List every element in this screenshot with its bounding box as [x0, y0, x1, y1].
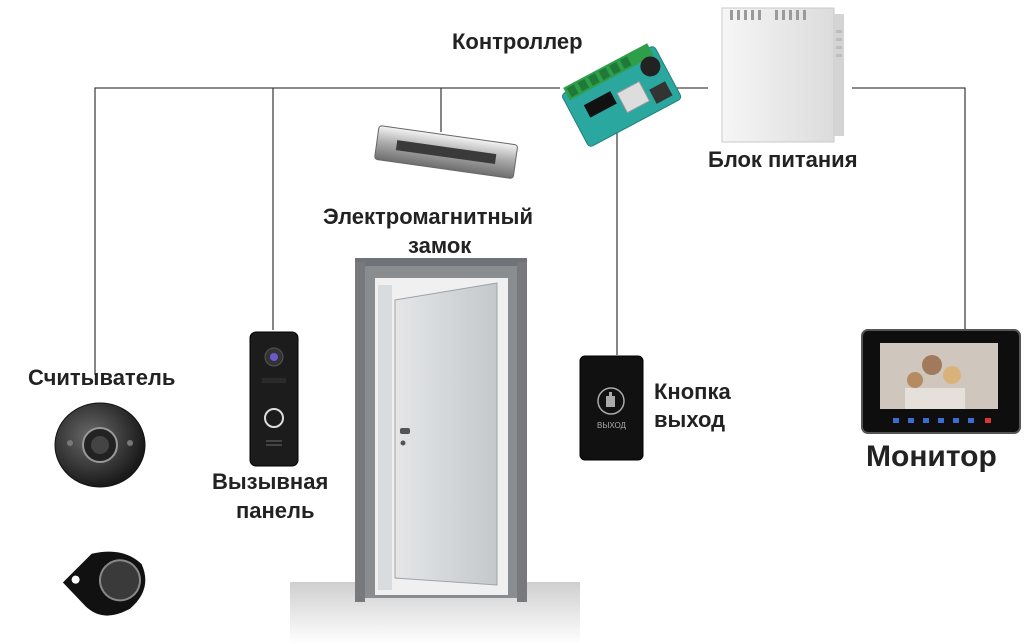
monitor-device — [861, 329, 1021, 434]
door — [290, 258, 580, 644]
call-panel-device — [249, 331, 299, 467]
exit-button-device — [579, 355, 644, 461]
key-fob-device — [62, 551, 146, 616]
reader-device — [54, 402, 146, 488]
power-supply-label: Блок питания — [708, 147, 858, 172]
call-panel-label-line1: Вызывная — [212, 469, 329, 494]
wiring — [94, 87, 966, 375]
em-lock-device — [374, 125, 518, 179]
power-supply-device — [721, 7, 844, 143]
exit-button-text: ВЫХОД — [597, 421, 626, 430]
wire-monitor — [852, 87, 966, 330]
exit-button-label-line2: выход — [654, 407, 726, 432]
controller-label: Контроллер — [452, 29, 583, 54]
em-lock-label-line1: Электромагнитный — [323, 204, 533, 229]
wire-reader — [94, 87, 560, 375]
reader-label: Считыватель — [28, 365, 176, 390]
monitor-label: Монитор — [866, 440, 997, 473]
exit-button-label-line1: Кнопка — [654, 379, 731, 404]
controller-device — [562, 43, 682, 147]
em-lock-label-line2: замок — [408, 233, 472, 258]
call-panel-label-line2: панель — [236, 498, 315, 523]
